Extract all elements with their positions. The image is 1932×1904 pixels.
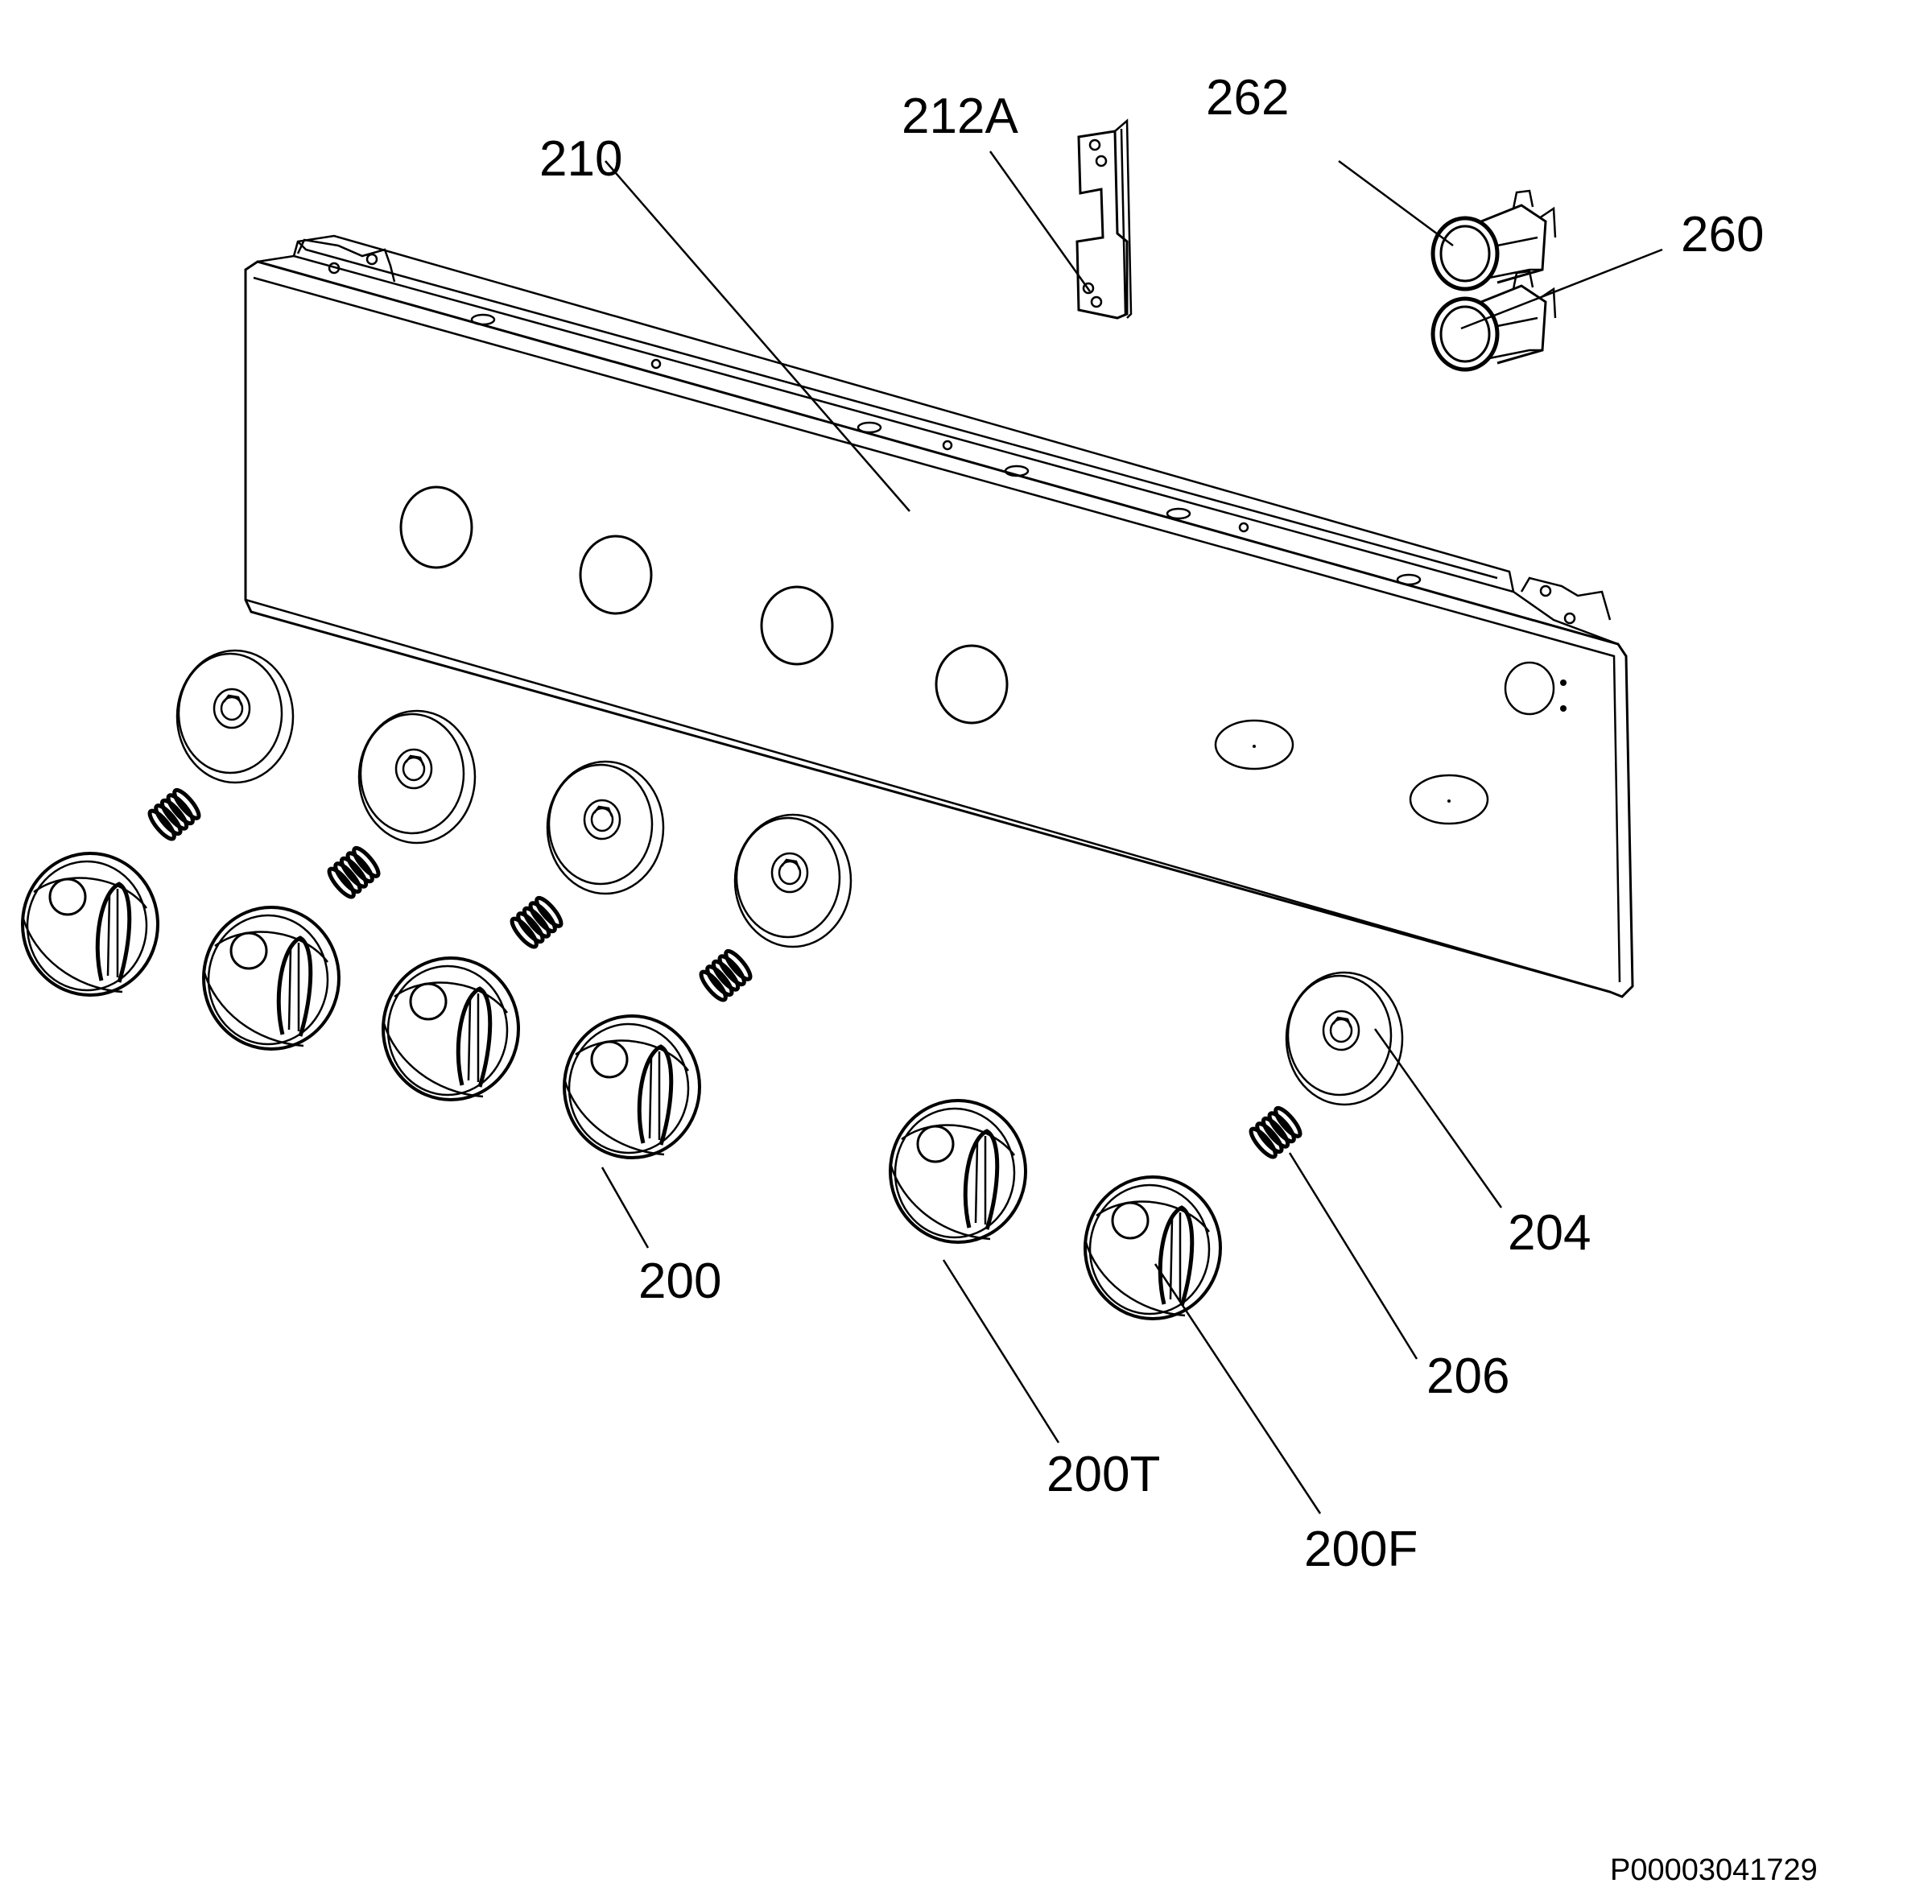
knob <box>383 958 518 1100</box>
bracket-212A <box>1075 118 1133 320</box>
label-262: 262 <box>1206 70 1289 126</box>
bezel <box>357 709 477 845</box>
leader-212A <box>989 151 1092 292</box>
label-210: 210 <box>539 131 622 187</box>
knob <box>23 853 158 995</box>
leader-210 <box>605 160 910 512</box>
spring-206 <box>1248 1105 1304 1160</box>
label-200T: 200T <box>1046 1447 1160 1502</box>
bezel <box>175 649 295 784</box>
label-200F: 200F <box>1304 1522 1418 1577</box>
knob-200F <box>1085 1177 1220 1319</box>
spring <box>698 948 754 1003</box>
leader-204 <box>1373 1028 1503 1208</box>
spring <box>326 845 382 900</box>
bezel <box>733 813 852 948</box>
label-200: 200 <box>638 1254 721 1309</box>
label-206: 206 <box>1426 1348 1509 1404</box>
knob-200 <box>564 1016 700 1158</box>
knob-200T <box>890 1101 1026 1242</box>
leader-200 <box>601 1167 650 1249</box>
leader-206 <box>1288 1152 1418 1360</box>
spring <box>147 787 203 842</box>
leader-260 <box>1460 248 1663 330</box>
knob <box>204 907 339 1049</box>
label-212A: 212A <box>902 89 1018 144</box>
spring <box>509 895 565 950</box>
label-204: 204 <box>1508 1205 1591 1261</box>
control-panel-210 <box>244 234 1634 998</box>
leader-262 <box>1338 159 1454 247</box>
bezel <box>546 760 665 895</box>
bezel-204 <box>1285 971 1404 1106</box>
lamp-holder-262 <box>1433 191 1555 289</box>
drawing-reference: P00003041729 <box>1610 1853 1818 1887</box>
leader-200T <box>942 1259 1060 1443</box>
leader-200F <box>1154 1263 1322 1514</box>
label-260: 260 <box>1681 207 1764 262</box>
